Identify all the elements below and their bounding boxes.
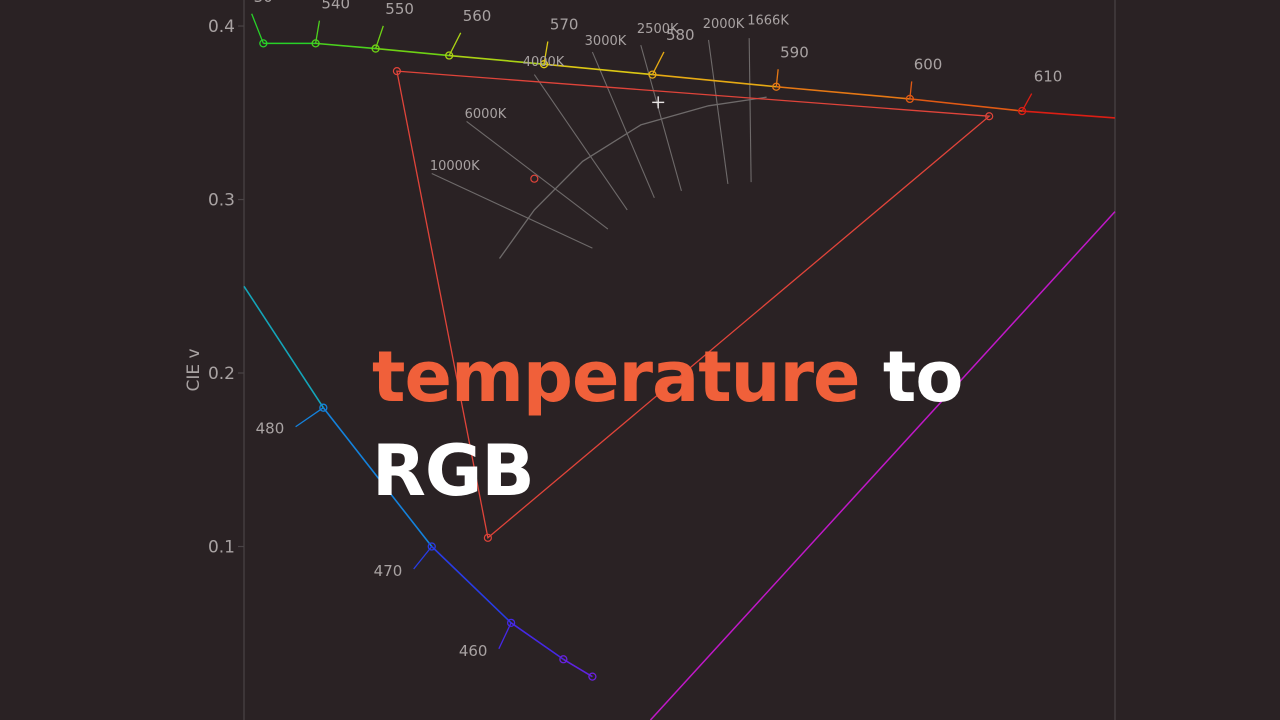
wavelength-marker	[559, 655, 568, 664]
y-tick-label: 0.2	[208, 364, 235, 384]
line-of-purples	[649, 211, 1116, 720]
wavelength-label: 600	[914, 55, 943, 73]
rgb-gamut-triangle	[392, 67, 994, 542]
wavelength-label: 580	[666, 26, 695, 44]
cct-label: 1666K	[747, 13, 789, 28]
y-axis-label: CIE v	[184, 348, 204, 391]
cct-label: 6000K	[465, 107, 507, 122]
wavelength-leader	[413, 546, 433, 570]
y-tick-label: 0.4	[208, 17, 235, 37]
white-point-marker	[530, 174, 539, 183]
cct-label: 2500K	[637, 22, 679, 37]
y-tick-label: 0.1	[208, 538, 235, 558]
wavelength-marker	[371, 44, 380, 53]
headline-line2: RGB	[372, 430, 535, 512]
wavelength-label: 540	[321, 0, 350, 13]
locus-segment	[322, 407, 433, 547]
wavelength-label: 610	[1034, 68, 1063, 86]
locus-segment	[449, 54, 545, 65]
wavelength-marker	[506, 618, 516, 627]
locus-segment	[243, 285, 325, 409]
locus-segment	[652, 73, 777, 88]
wavelength-marker	[1017, 106, 1027, 116]
chart-labels: 30 540 550 560 570 580 590 600 610 480 470 460 10000…	[251, 0, 1063, 660]
wavelength-leader	[1021, 93, 1033, 112]
wavelength-marker	[588, 672, 597, 681]
locus-segment	[315, 42, 376, 50]
locus-segment	[562, 658, 593, 678]
locus-segment	[510, 622, 564, 660]
cct-isotherm-line	[640, 44, 682, 191]
headline-accent-word: temperature	[372, 336, 861, 418]
wavelength-leader	[295, 407, 324, 428]
wavelength-leader	[314, 20, 321, 44]
cct-isotherm-line	[533, 74, 628, 211]
wavelength-label: 570	[550, 15, 579, 33]
wavelength-leader	[651, 51, 665, 75]
wavelength-marker	[427, 542, 436, 551]
wavelength-label: 590	[780, 43, 809, 61]
cct-isotherm-line	[748, 38, 752, 183]
wavelength-label: 550	[385, 0, 414, 18]
wavelength-label: 560	[463, 7, 492, 25]
planckian-curve	[498, 96, 767, 259]
headline-rest: to	[882, 336, 964, 418]
cct-isotherm-line	[707, 39, 729, 184]
planckian-locus	[498, 96, 1116, 720]
wavelength-label: 480	[256, 420, 285, 438]
wavelength-leader	[448, 32, 462, 56]
primary-marker	[392, 67, 402, 76]
y-tick-label: 0.3	[208, 191, 235, 211]
locus-segment	[375, 47, 450, 57]
wavelength-label: 470	[374, 562, 403, 580]
spectral-locus	[243, 39, 1116, 681]
locus-segment	[431, 545, 512, 624]
primary-marker	[483, 533, 492, 542]
cct-isotherm-line	[466, 121, 609, 230]
wavelength-leader	[375, 25, 384, 49]
wavelength-leader	[543, 41, 549, 65]
locus-segment	[909, 98, 1023, 112]
locus-segment	[776, 85, 910, 100]
cct-isotherm-lines	[431, 38, 752, 249]
cct-isotherm-line	[431, 172, 593, 249]
wavelength-leader	[775, 69, 779, 87]
cct-label: 2000K	[703, 17, 745, 32]
cct-label: 4000K	[523, 55, 565, 70]
cct-label: 10000K	[430, 159, 480, 174]
headline-title: temperature to RGB	[372, 330, 964, 518]
cct-label: 3000K	[585, 34, 627, 49]
locus-segment	[543, 63, 653, 76]
locus-segment	[1022, 110, 1116, 119]
cct-isotherm-line	[591, 51, 655, 198]
wavelength-label: 30	[254, 0, 273, 6]
wavelength-leader	[251, 13, 264, 44]
wavelength-marker	[319, 403, 328, 412]
primary-marker	[985, 112, 994, 121]
wavelength-marker	[445, 51, 454, 60]
wavelength-leader	[909, 81, 913, 99]
wavelength-marker	[259, 39, 268, 48]
gamut-outline	[396, 70, 991, 540]
wavelength-leader	[498, 622, 512, 650]
wavelength-label: 460	[459, 642, 488, 660]
wavelength-marker	[648, 70, 657, 79]
